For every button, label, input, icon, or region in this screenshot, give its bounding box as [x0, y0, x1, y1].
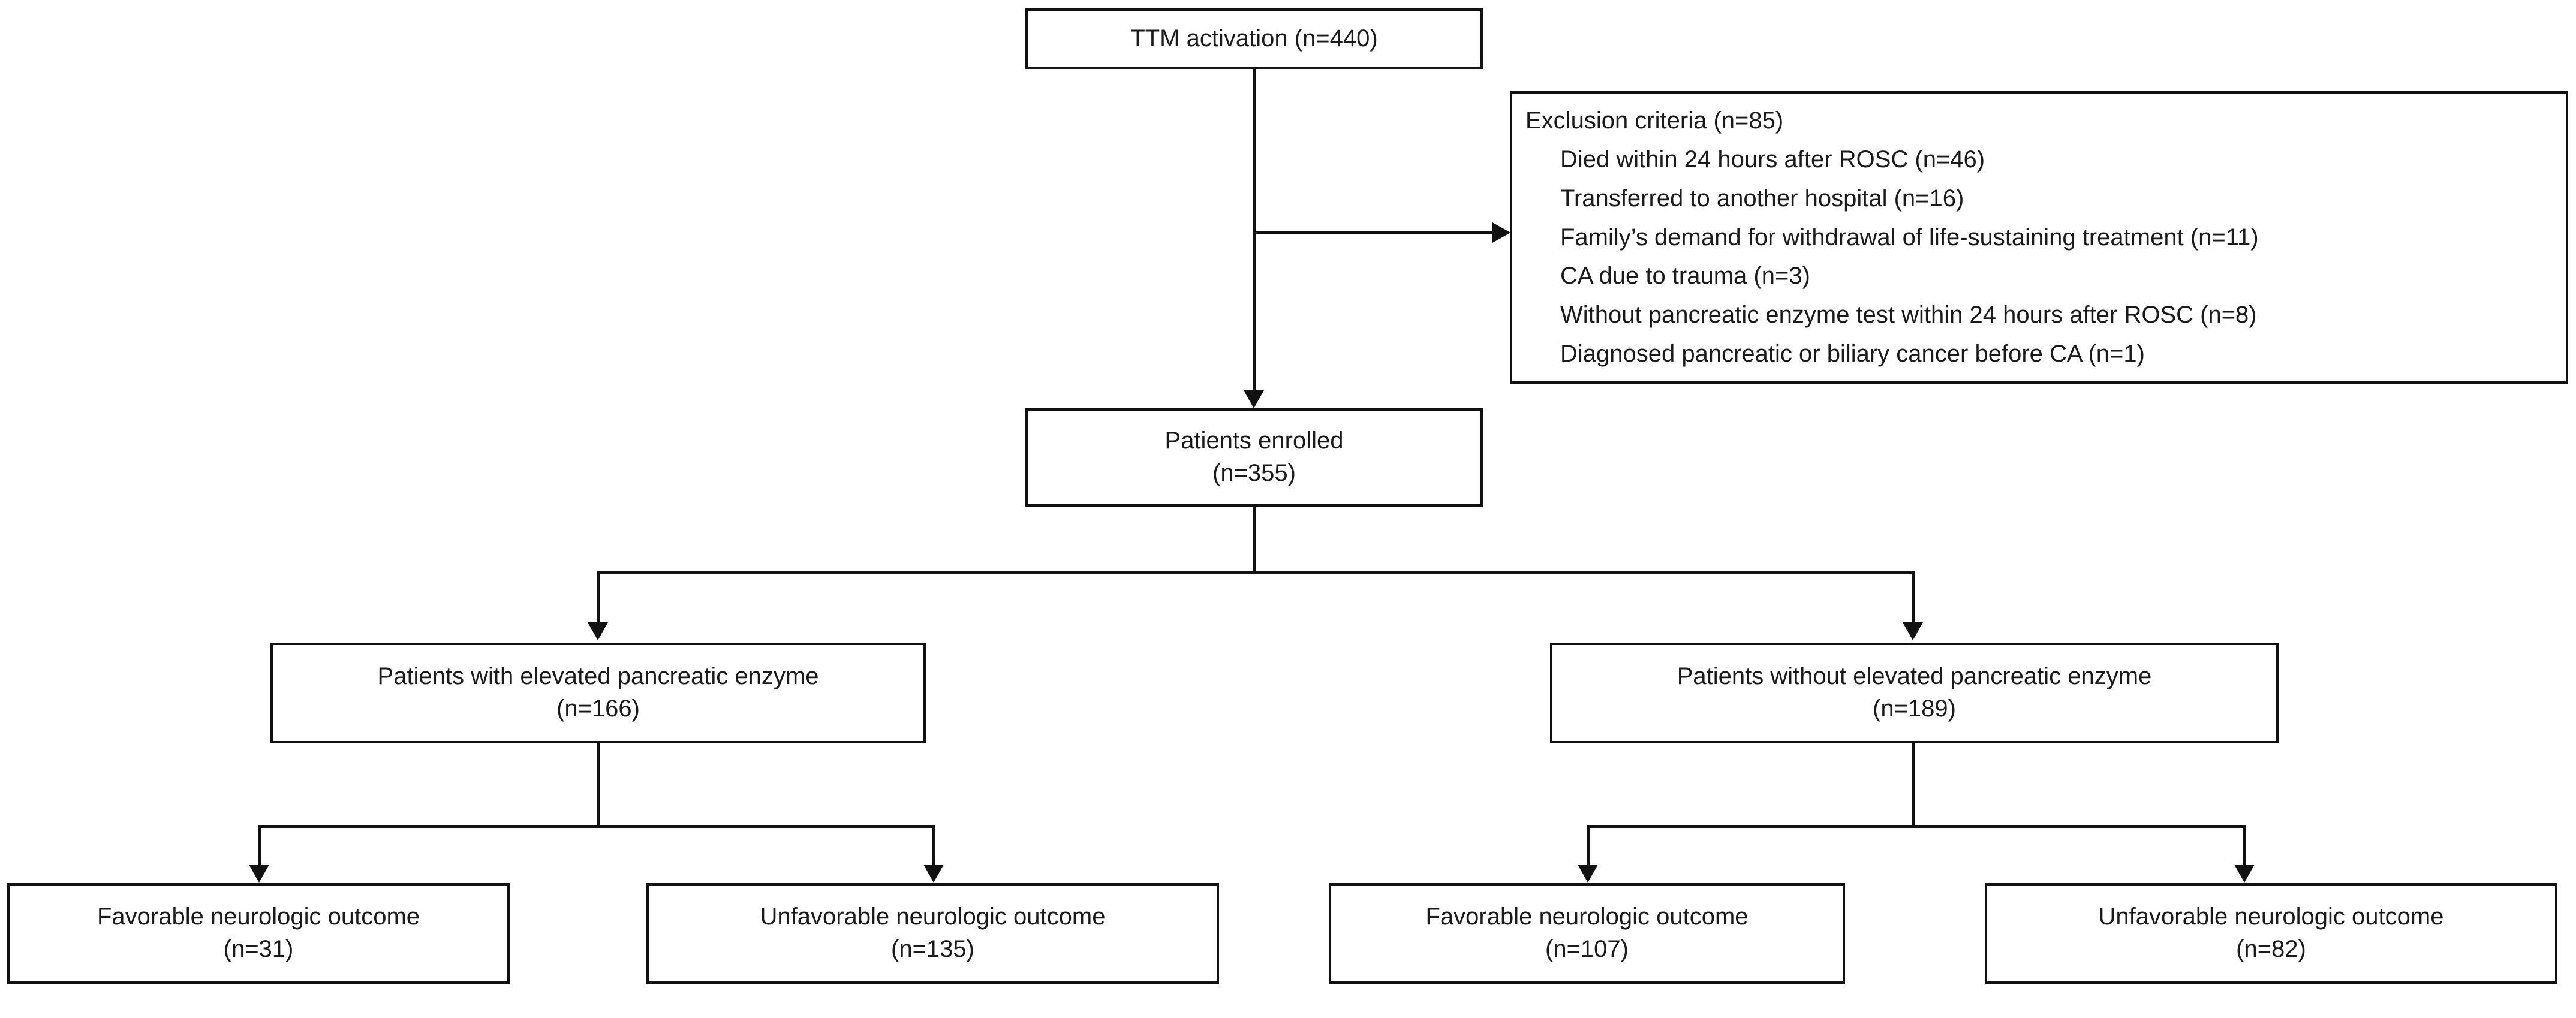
arrowhead-not-elevated-to-favorable — [1578, 865, 1598, 883]
node-not-elevated-favorable-count: (n=107) — [1545, 936, 1629, 962]
node-elevated-favorable-outcome: Favorable neurologic outcome (n=31) — [7, 883, 510, 984]
arrowhead-ttm-to-exclusion — [1492, 222, 1510, 243]
node-elevated-label: Patients with elevated pancreatic enzyme — [377, 663, 819, 690]
connector-enrolled-to-not-elevated — [1912, 571, 1915, 622]
exclusion-item-family-withdrawal: Family’s demand for withdrawal of life-s… — [1560, 224, 2259, 251]
connector-not-elevated-trunk — [1912, 743, 1915, 827]
node-not-elevated-favorable-outcome: Favorable neurologic outcome (n=107) — [1329, 883, 1845, 984]
node-elevated-unfavorable-outcome: Unfavorable neurologic outcome (n=135) — [646, 883, 1219, 984]
connector-not-elevated-to-favorable — [1587, 825, 1590, 865]
node-patients-enrolled-count: (n=355) — [1212, 460, 1296, 486]
exclusion-item-transferred: Transferred to another hospital (n=16) — [1560, 185, 1964, 212]
arrowhead-elevated-to-unfavorable — [923, 865, 944, 883]
connector-not-elevated-split-bar — [1587, 825, 2246, 828]
arrowhead-elevated-to-favorable — [249, 865, 269, 883]
node-not-elevated-unfavorable-label: Unfavorable neurologic outcome — [2098, 903, 2444, 930]
node-not-elevated-unfavorable-count: (n=82) — [2236, 936, 2306, 962]
exclusion-item-trauma: CA due to trauma (n=3) — [1560, 263, 1810, 290]
arrowhead-enrolled-to-not-elevated — [1903, 622, 1923, 640]
node-elevated-favorable-label: Favorable neurologic outcome — [97, 903, 420, 930]
node-elevated-unfavorable-count: (n=135) — [891, 936, 974, 962]
arrowhead-enrolled-to-elevated — [588, 622, 608, 640]
node-not-elevated-count: (n=189) — [1873, 695, 1956, 722]
node-elevated-favorable-count: (n=31) — [223, 936, 294, 962]
node-patients-enrolled: Patients enrolled (n=355) — [1025, 408, 1483, 507]
connector-enrolled-trunk — [1253, 507, 1256, 574]
arrowhead-ttm-to-enrolled — [1244, 390, 1264, 408]
connector-enrolled-to-elevated — [597, 571, 600, 622]
connector-enrolled-split-bar — [597, 571, 1915, 574]
node-ttm-activation: TTM activation (n=440) — [1025, 8, 1483, 69]
connector-elevated-to-unfavorable — [932, 825, 935, 865]
node-not-elevated-favorable-label: Favorable neurologic outcome — [1425, 903, 1749, 930]
connector-elevated-split-bar — [258, 825, 935, 828]
arrowhead-not-elevated-to-unfavorable — [2234, 865, 2255, 883]
node-elevated-unfavorable-label: Unfavorable neurologic outcome — [760, 903, 1106, 930]
connector-elevated-to-favorable — [258, 825, 261, 865]
node-elevated-count: (n=166) — [556, 695, 640, 722]
node-elevated-pancreatic-enzyme: Patients with elevated pancreatic enzyme… — [270, 643, 926, 743]
node-patients-enrolled-label: Patients enrolled — [1164, 427, 1344, 454]
exclusion-item-no-enzyme-test: Without pancreatic enzyme test within 24… — [1560, 302, 2257, 329]
connector-ttm-to-enrolled — [1253, 69, 1256, 390]
connector-elevated-trunk — [597, 743, 600, 827]
node-not-elevated-unfavorable-outcome: Unfavorable neurologic outcome (n=82) — [1985, 883, 2557, 984]
connector-ttm-to-exclusion — [1253, 231, 1492, 234]
node-ttm-activation-label: TTM activation (n=440) — [1130, 25, 1378, 52]
node-not-elevated-label: Patients without elevated pancreatic enz… — [1677, 663, 2152, 690]
connector-not-elevated-to-unfavorable — [2243, 825, 2246, 865]
exclusion-item-prior-cancer: Diagnosed pancreatic or biliary cancer b… — [1560, 341, 2145, 367]
exclusion-header: Exclusion criteria (n=85) — [1525, 107, 1784, 134]
node-exclusion-criteria: Exclusion criteria (n=85) Died within 24… — [1510, 91, 2568, 384]
exclusion-item-died-24h: Died within 24 hours after ROSC (n=46) — [1560, 146, 1985, 173]
node-without-elevated-pancreatic-enzyme: Patients without elevated pancreatic enz… — [1550, 643, 2279, 743]
